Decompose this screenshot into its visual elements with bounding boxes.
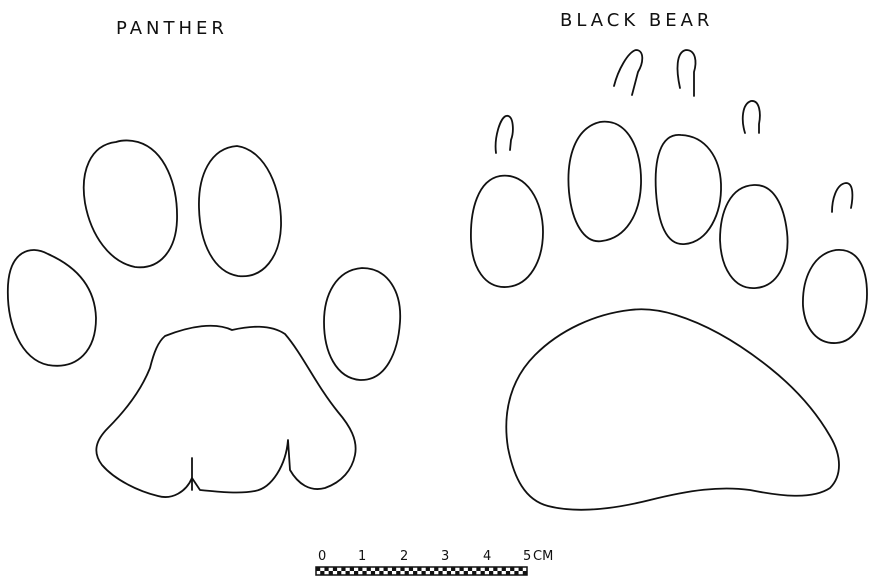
scale-bar-segment [346, 571, 350, 575]
bear-claw-3 [678, 50, 696, 96]
scale-bar-segment [413, 571, 417, 575]
scale-bar-segment [400, 567, 404, 571]
scale-bar-segment [447, 571, 451, 575]
bear-toe-5 [803, 250, 867, 343]
scale-tick-1: 1 [358, 549, 366, 564]
bear-heel-pad [506, 309, 839, 510]
scale-bar-segment [451, 567, 455, 571]
bear-claw-1 [496, 116, 513, 153]
scale-bar-segment [422, 571, 426, 575]
scale-bar-segment [455, 571, 459, 575]
scale-bar-segment [320, 571, 324, 575]
scale-bar-segment [371, 571, 375, 575]
scale-bar-segment [384, 567, 388, 571]
scale-bar-segment [316, 567, 320, 571]
scale-bar-segment [367, 567, 371, 571]
scale-bar-segment [392, 567, 396, 571]
scale-tick-2: 2 [400, 549, 408, 564]
scale-bar-segment [497, 571, 501, 575]
scale-bar-segment [430, 571, 434, 575]
bear-toe-4 [720, 185, 788, 288]
scale-bar-segment [324, 567, 328, 571]
black-bear-track [471, 50, 867, 510]
scale-bar-segment [375, 567, 379, 571]
bear-claw-2 [614, 50, 642, 95]
panther-heel-pad [96, 326, 355, 497]
scale-tick-3: 3 [441, 549, 449, 564]
scale-bar-segment [337, 571, 341, 575]
scale-bar-segment [396, 571, 400, 575]
bear-claw-4 [743, 101, 760, 133]
scale-unit: CM [533, 549, 553, 564]
scale-bar-segment [438, 571, 442, 575]
bear-toe-1 [471, 176, 543, 287]
scale-bar-segment [350, 567, 354, 571]
scale-bar-segment [476, 567, 480, 571]
panther-toe-4 [324, 268, 400, 380]
scale-bar-segment [434, 567, 438, 571]
scale-bar-segment [489, 571, 493, 575]
scale-bar-segment [468, 567, 472, 571]
scale-bar-segment [388, 571, 392, 575]
scale-bar-segment [523, 571, 527, 575]
panther-toe-1 [8, 250, 96, 366]
scale-bar-segment [519, 567, 523, 571]
scale-bar-segment [379, 571, 383, 575]
bear-toe-3 [656, 135, 721, 244]
bear-toe-2 [568, 122, 641, 242]
scale-bar-segment [443, 567, 447, 571]
scale-bar-segment [329, 571, 333, 575]
scale-bar-segment [426, 567, 430, 571]
scale-bar-segment [485, 567, 489, 571]
scale-tick-0: 0 [318, 549, 326, 564]
scale-bar-segment [354, 571, 358, 575]
scale-bar-segment [459, 567, 463, 571]
scale-bar-segment [409, 567, 413, 571]
scale-bar-segment [472, 571, 476, 575]
scale-bar-segment [417, 567, 421, 571]
scale-bar-segment [506, 571, 510, 575]
scale-bar-segment [502, 567, 506, 571]
scale-bar-segment [405, 571, 409, 575]
scale-bar-segment [362, 571, 366, 575]
scale-bar-segment [333, 567, 337, 571]
panther-toe-2 [84, 141, 177, 268]
bear-claw-5 [832, 183, 852, 212]
scale-tick-4: 4 [483, 549, 491, 564]
scale-tick-5: 5 [523, 549, 531, 564]
scale-bar-segment [464, 571, 468, 575]
scale-bar-segment [493, 567, 497, 571]
scale-bar-segment [358, 567, 362, 571]
scale-bar-segment [341, 567, 345, 571]
scale-bar-segment [514, 571, 518, 575]
panther-track [8, 141, 400, 498]
scale-bar: 0 1 2 3 4 5 CM [316, 549, 553, 575]
scale-bar-segment [510, 567, 514, 571]
scale-bar-segment [481, 571, 485, 575]
panther-toe-3 [199, 146, 281, 276]
